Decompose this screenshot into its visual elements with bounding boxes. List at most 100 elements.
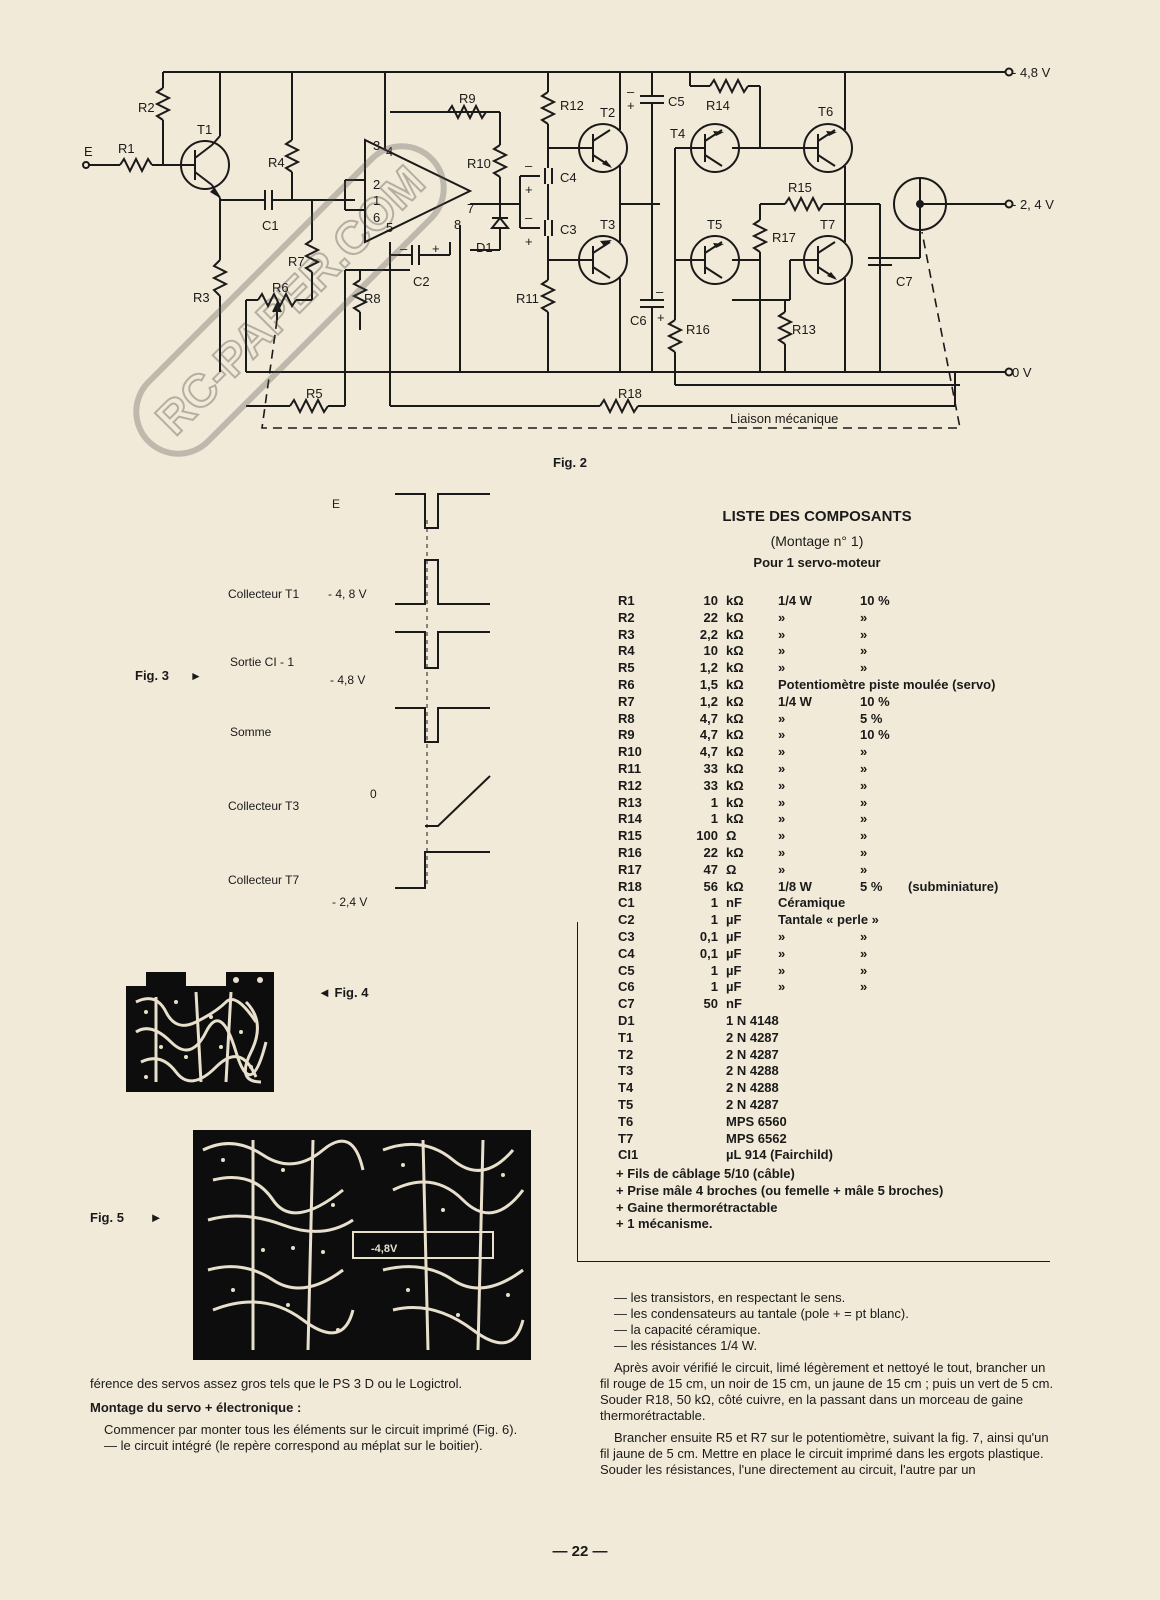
parts-cell-tolerance: » — [860, 660, 868, 676]
parts-cell-power — [774, 996, 856, 1013]
parts-cell-note — [904, 828, 1002, 845]
parts-cell-power: Potentiomètre piste moulée (servo) — [778, 676, 996, 692]
polarity-plus-c6: + — [657, 310, 665, 325]
fig3-label-collector-t7: Collecteur T7 — [228, 873, 299, 887]
label-r12: R12 — [560, 98, 584, 113]
label-pin3: 3 — [373, 138, 380, 153]
label-r1: R1 — [118, 141, 135, 156]
left-paragraph-1: férence des servos assez gros tels que l… — [90, 1376, 463, 1391]
watermark-text: RC-PAPER.COM — [145, 155, 434, 444]
parts-list-header: LISTE DES COMPOSANTS (Montage n° 1) Pour… — [577, 508, 1057, 570]
parts-cell-note — [904, 1080, 1002, 1097]
figure-5-pcb: -4,8V — [193, 1130, 531, 1360]
right-paragraph-2: Brancher ensuite R5 et R7 sur le potenti… — [600, 1430, 1049, 1477]
parts-cell-power: » — [778, 744, 786, 760]
parts-cell-note — [904, 761, 1002, 778]
parts-cell-unit: 2 N 4287 — [726, 1096, 779, 1112]
label-c6: C6 — [630, 313, 647, 328]
parts-cell-power: » — [778, 844, 786, 860]
left-paragraph-2: Commencer par monter tous les éléments s… — [104, 1422, 518, 1437]
parts-cell-tolerance — [856, 1080, 904, 1097]
parts-cell-ref: R4 — [618, 643, 635, 659]
parts-row: T5 2 N 4287 — [614, 1097, 1002, 1114]
fig3-label-v2: - 4,8 V — [330, 673, 365, 687]
label-e: E — [84, 144, 93, 159]
label-r13: R13 — [792, 322, 816, 337]
parts-cell-ref: R14 — [618, 811, 642, 827]
parts-cell-unit: µF — [726, 928, 742, 944]
parts-cell-note — [904, 593, 1002, 610]
label-v-neg24: - 2, 4 V — [1012, 197, 1054, 212]
fig4-caption-row: ◄ Fig. 4 — [318, 985, 368, 1000]
parts-cell-ref: R6 — [618, 676, 635, 692]
parts-cell-power: » — [778, 962, 786, 978]
parts-cell-power: 1/4 W — [778, 693, 812, 709]
label-r2: R2 — [138, 100, 155, 115]
parts-cell-ref: T5 — [618, 1096, 634, 1112]
parts-cell-note — [904, 1063, 1002, 1080]
label-pin7: 7 — [467, 201, 474, 216]
fig3-label-v1: - 4, 8 V — [328, 587, 367, 601]
parts-cell-ref: C3 — [618, 928, 635, 944]
parts-cell-ref: R7 — [618, 693, 635, 709]
label-t3: T3 — [600, 217, 615, 232]
left-column-text: férence des servos assez gros tels que l… — [90, 1376, 548, 1454]
parts-cell-ref: R15 — [618, 828, 642, 844]
parts-cell-tolerance: » — [860, 828, 868, 844]
fig3-label-sortie: Sortie CI - 1 — [230, 655, 294, 669]
parts-cell-note — [904, 1097, 1002, 1114]
parts-cell-tolerance — [856, 1030, 904, 1047]
parts-cell-power: » — [778, 794, 786, 810]
parts-cell-note — [904, 711, 1002, 728]
parts-cell-power: » — [778, 777, 786, 793]
parts-cell-tolerance: » — [860, 844, 868, 860]
label-r4: R4 — [268, 155, 285, 170]
polarity-plus-c4: + — [525, 182, 533, 197]
parts-cell-ref: R11 — [618, 760, 642, 776]
parts-cell-note — [904, 778, 1002, 795]
parts-cell-ref: R10 — [618, 744, 642, 760]
fig5-caption: Fig. 5 — [90, 1210, 124, 1225]
parts-cell-unit: Ω — [726, 828, 737, 844]
parts-cell-unit: kΩ — [726, 710, 744, 726]
label-t5: T5 — [707, 217, 722, 232]
parts-cell-tolerance: » — [860, 760, 868, 776]
parts-cell-note — [904, 660, 1002, 677]
label-r5: R5 — [306, 386, 323, 401]
parts-cell-power: » — [778, 760, 786, 776]
fig4-caption: Fig. 4 — [334, 985, 369, 1000]
parts-cell-value — [674, 1147, 722, 1164]
parts-cell-note — [904, 795, 1002, 812]
right-line-3: — la capacité céramique. — [614, 1322, 761, 1337]
parts-cell-value: 2,2 — [699, 626, 718, 642]
polarity-plus-c2: + — [432, 241, 440, 256]
parts-cell-note — [904, 811, 1002, 828]
parts-cell-tolerance: 10 % — [860, 693, 890, 709]
parts-cell-ref: T7 — [618, 1130, 634, 1146]
parts-cell-unit: 2 N 4288 — [726, 1080, 779, 1096]
parts-cell-tolerance: » — [860, 609, 868, 625]
parts-cell-note — [904, 929, 1002, 946]
parts-cell-ref: CI1 — [618, 1147, 639, 1163]
parts-cell-note — [904, 979, 1002, 996]
parts-cell-ref: C5 — [618, 962, 635, 978]
label-c4: C4 — [560, 170, 577, 185]
parts-cell-tolerance — [856, 895, 904, 912]
polarity-minus-c6: – — [656, 284, 664, 299]
parts-cell-power: » — [778, 945, 786, 961]
label-pin2: 2 — [373, 177, 380, 192]
polarity-minus-c2: – — [400, 241, 408, 256]
parts-divider-vertical — [577, 922, 578, 1262]
parts-cell-value: 1,2 — [699, 660, 718, 676]
parts-list-subtitle: (Montage n° 1) — [770, 533, 864, 549]
right-paragraph-1: Après avoir vérifié le circuit, limé lég… — [600, 1360, 1054, 1423]
